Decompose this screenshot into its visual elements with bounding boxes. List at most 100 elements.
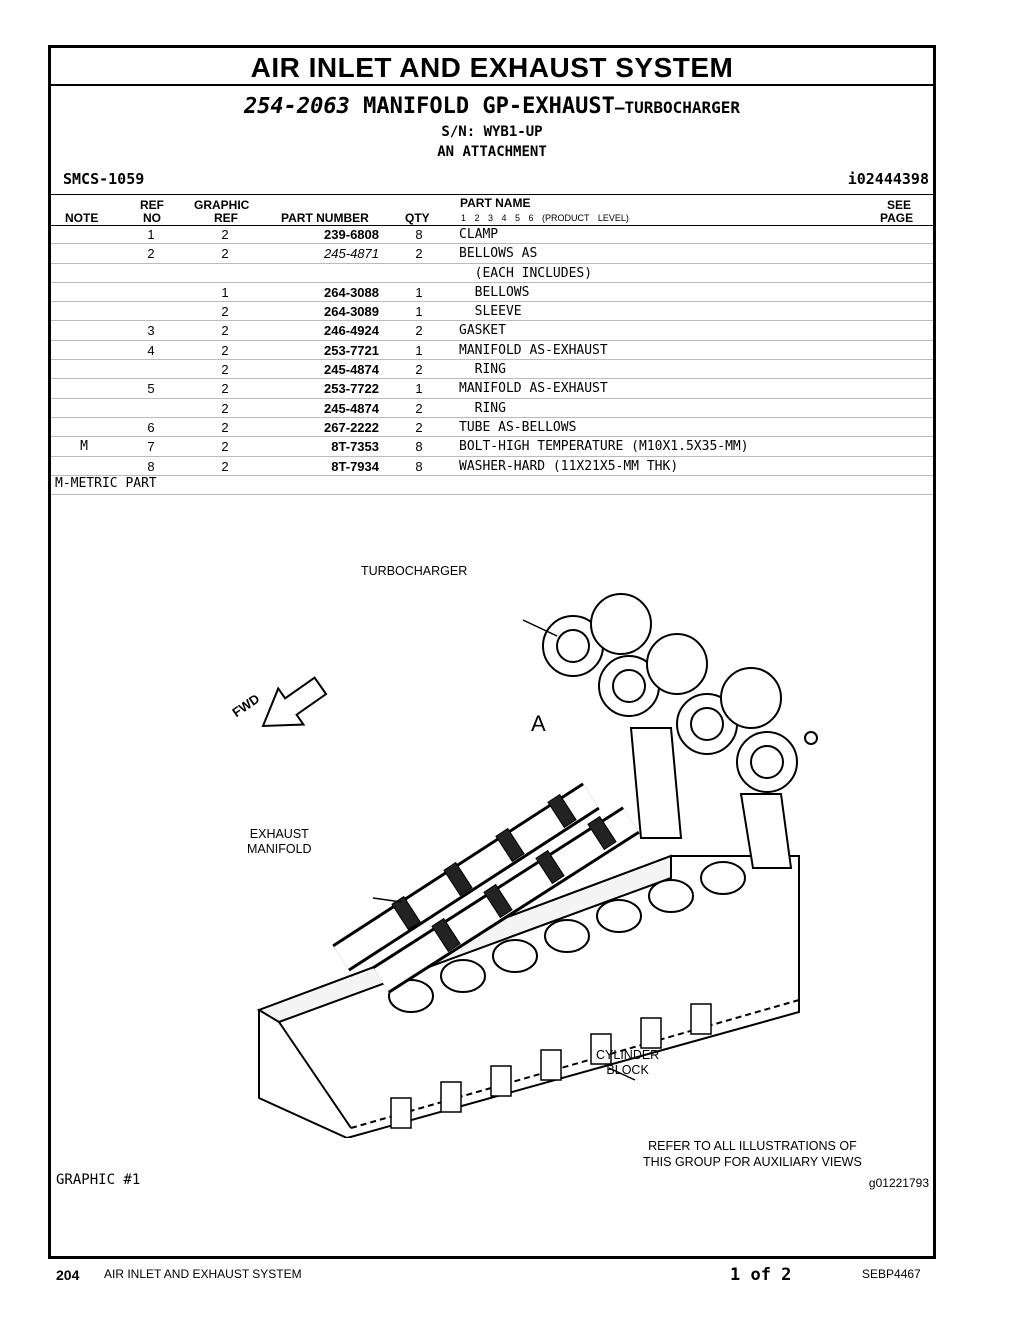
manifold-bellows bbox=[391, 793, 617, 953]
part-number: 8T-7934 bbox=[331, 458, 379, 474]
part-ref: 3 bbox=[147, 323, 155, 339]
part-qty: 1 bbox=[415, 381, 423, 397]
callout-turbocharger: TURBOCHARGER bbox=[361, 564, 468, 578]
part-ref: 2 bbox=[147, 246, 155, 262]
table-row: (EACH INCLUDES) bbox=[51, 264, 933, 283]
part-number: 267-2222 bbox=[324, 419, 379, 435]
col-gref-top: GRAPHIC bbox=[194, 198, 250, 212]
part-graphic-ref: 2 bbox=[221, 400, 229, 416]
group-suffix: –TURBOCHARGER bbox=[614, 98, 741, 117]
part-qty: 2 bbox=[415, 323, 423, 339]
title-rule bbox=[51, 84, 933, 86]
part-ref: 7 bbox=[147, 439, 155, 455]
part-qty: 8 bbox=[415, 439, 423, 455]
refer-line2: THIS GROUP FOR AUXILIARY VIEWS bbox=[643, 1155, 862, 1169]
serial-range: S/N: WYB1-UP bbox=[441, 124, 543, 140]
part-name: CLAMP bbox=[459, 227, 499, 242]
part-graphic-ref: 2 bbox=[221, 323, 229, 339]
group-number: 254-2063 bbox=[243, 94, 350, 119]
page-number: 204 bbox=[56, 1267, 80, 1283]
part-ref: 5 bbox=[147, 381, 155, 397]
part-ref: 8 bbox=[147, 458, 155, 474]
table-row: 5 2 253-7722 1 MANIFOLD AS-EXHAUST bbox=[51, 379, 933, 399]
part-name: SLEEVE bbox=[459, 304, 522, 320]
col-ref-bottom: NO bbox=[143, 211, 161, 225]
graphic-id: g01221793 bbox=[868, 1176, 929, 1190]
part-qty: 8 bbox=[415, 227, 423, 242]
part-ref: 1 bbox=[147, 227, 155, 242]
col-see-top: SEE bbox=[887, 198, 912, 212]
document-ident: i02444398 bbox=[847, 170, 929, 188]
callout-block-line1: CYLINDER bbox=[596, 1048, 660, 1062]
part-number: 253-7722 bbox=[324, 381, 379, 397]
part-graphic-ref: 2 bbox=[221, 439, 229, 455]
page-frame: AIR INLET AND EXHAUST SYSTEM 254-2063 MA… bbox=[48, 45, 936, 1259]
table-row: 2 2 245-4871 2 BELLOWS AS bbox=[51, 244, 933, 264]
col-note: NOTE bbox=[65, 211, 99, 225]
document-number: SEBP4467 bbox=[862, 1267, 921, 1281]
smcs-code: SMCS-1059 bbox=[63, 170, 145, 188]
part-ref: 4 bbox=[147, 342, 155, 358]
turbochargers bbox=[542, 593, 818, 869]
col-part-name: PART NAME bbox=[460, 196, 531, 210]
metric-note: M-METRIC PART bbox=[51, 476, 933, 495]
part-graphic-ref: 2 bbox=[221, 304, 229, 320]
part-graphic-ref: 2 bbox=[221, 227, 229, 242]
col-ref-top: REF bbox=[140, 198, 164, 212]
part-note: M bbox=[80, 439, 88, 455]
part-graphic-ref: 2 bbox=[221, 381, 229, 397]
table-row: M 7 2 8T-7353 8 BOLT-HIGH TEMPERATURE (M10X1.… bbox=[51, 437, 933, 457]
col-gref-bottom: REF bbox=[214, 211, 238, 225]
part-number: 253-7721 bbox=[324, 342, 379, 358]
part-graphic-ref: 2 bbox=[221, 342, 229, 358]
table-row: 1 2 239-6808 8 CLAMP bbox=[51, 225, 933, 245]
part-name: TUBE AS-BELLOWS bbox=[459, 419, 577, 435]
part-number: 8T-7353 bbox=[331, 439, 379, 455]
part-number: 239-6808 bbox=[324, 227, 379, 242]
col-see-bottom: PAGE bbox=[880, 211, 914, 225]
part-name: GASKET bbox=[459, 323, 506, 339]
part-qty: 2 bbox=[415, 400, 423, 416]
part-number: 245-4874 bbox=[324, 400, 379, 416]
part-name: WASHER-HARD (11X21X5-MM THK) bbox=[459, 458, 679, 474]
graphic-label: GRAPHIC #1 bbox=[56, 1172, 141, 1188]
view-a-label: A bbox=[531, 711, 546, 736]
col-qty: QTY bbox=[405, 211, 430, 225]
fwd-arrow-icon bbox=[261, 676, 328, 728]
part-name: BOLT-HIGH TEMPERATURE (M10X1.5X35-MM) bbox=[459, 439, 749, 455]
part-ref: 6 bbox=[147, 419, 155, 435]
parts-table-header: NOTE REF NO GRAPHIC REF PART NUMBER QTY … bbox=[51, 194, 933, 226]
part-number: 245-4871 bbox=[324, 246, 379, 262]
part-graphic-ref: 2 bbox=[221, 246, 229, 262]
col-part-number: PART NUMBER bbox=[281, 211, 369, 225]
engine-illustration bbox=[201, 538, 821, 1143]
part-number: 264-3089 bbox=[324, 304, 379, 320]
part-name: MANIFOLD AS-EXHAUST bbox=[459, 381, 608, 397]
part-name: BELLOWS AS bbox=[459, 246, 538, 262]
part-graphic-ref: 2 bbox=[221, 419, 229, 435]
refer-line1: REFER TO ALL ILLUSTRATIONS OF bbox=[648, 1139, 857, 1153]
footer-section: AIR INLET AND EXHAUST SYSTEM bbox=[104, 1267, 302, 1281]
cylinder-bores bbox=[388, 861, 746, 1013]
part-name: MANIFOLD AS-EXHAUST bbox=[459, 342, 608, 358]
part-name: (EACH INCLUDES) bbox=[459, 265, 593, 281]
page-of: 1 of 2 bbox=[730, 1265, 792, 1285]
part-qty: 8 bbox=[415, 458, 423, 474]
callout-leaders bbox=[372, 619, 636, 1081]
group-name: MANIFOLD GP-EXHAUST bbox=[363, 94, 615, 119]
callout-exhaust-line2: MANIFOLD bbox=[247, 842, 312, 856]
callout-exhaust-line1: EXHAUST bbox=[249, 827, 309, 841]
section-title: AIR INLET AND EXHAUST SYSTEM bbox=[250, 52, 734, 83]
part-qty: 2 bbox=[415, 246, 423, 262]
part-number: 245-4874 bbox=[324, 362, 379, 378]
callout-exhaust-manifold: EXHAUST MANIFOLD bbox=[247, 827, 312, 857]
block-side-ports bbox=[390, 1003, 712, 1129]
part-name: RING bbox=[459, 362, 506, 378]
part-graphic-ref: 1 bbox=[221, 284, 229, 300]
